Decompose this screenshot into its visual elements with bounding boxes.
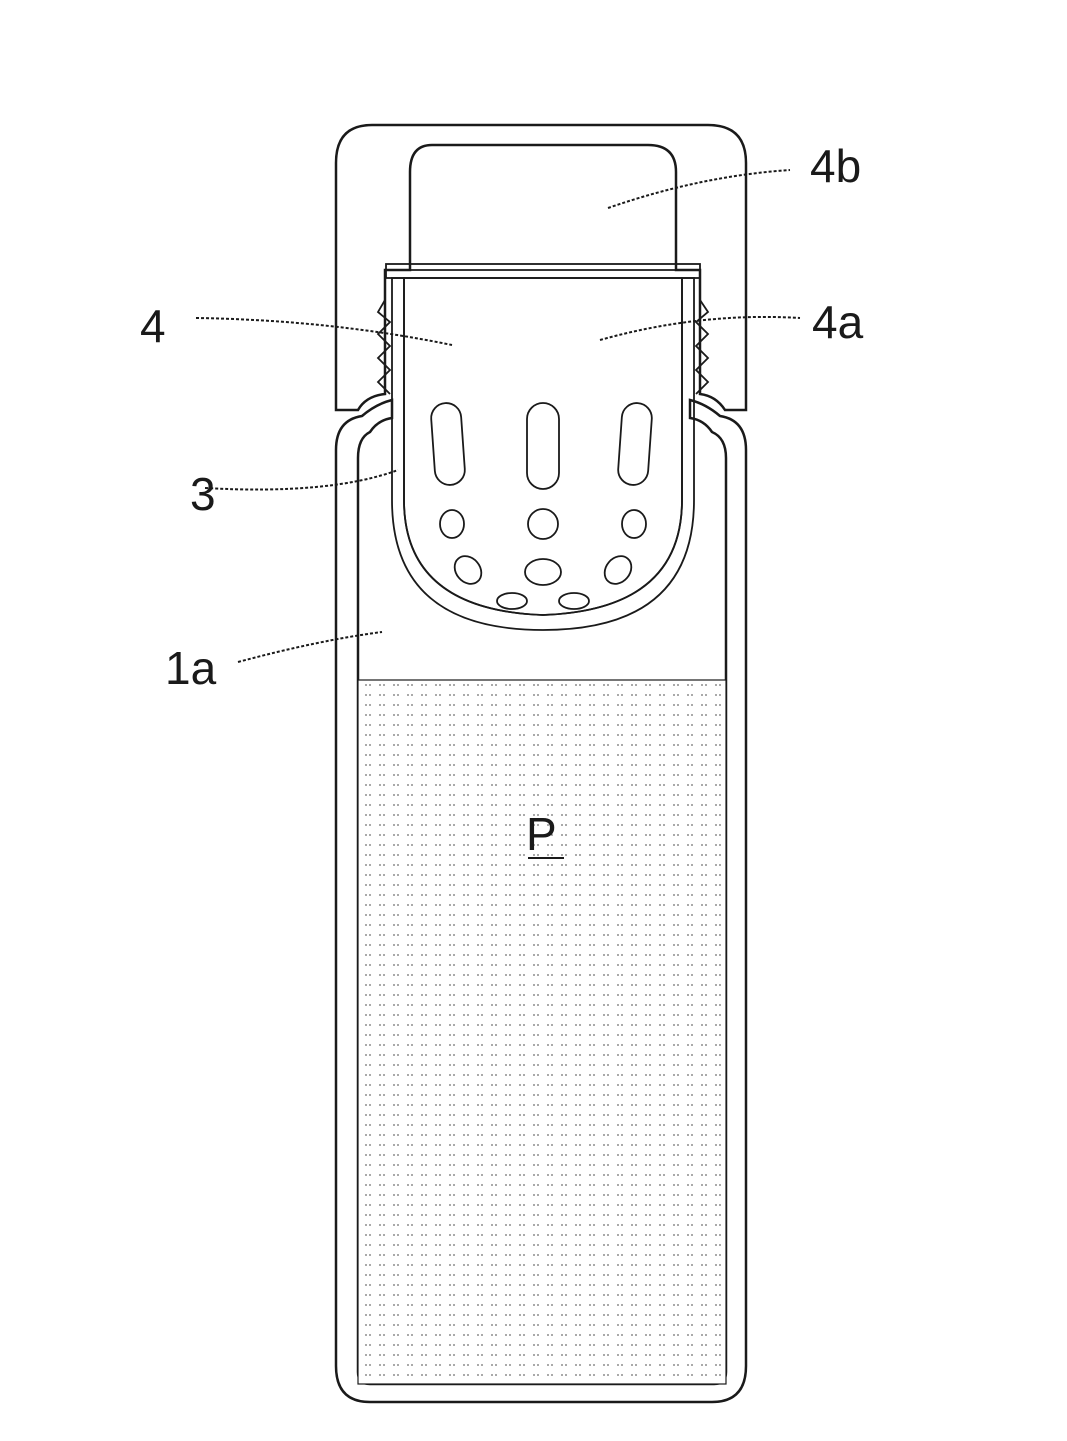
label-4b: 4b — [810, 140, 861, 192]
cup-perforations — [430, 402, 653, 609]
label-3: 3 — [190, 468, 216, 520]
neck-threads — [378, 300, 708, 394]
cap — [336, 125, 746, 410]
label-1a: 1a — [165, 642, 217, 694]
label-4a: 4a — [812, 296, 864, 348]
label-4: 4 — [140, 300, 166, 352]
liquid-fill — [358, 680, 726, 1384]
leader-lines — [196, 170, 800, 662]
label-P: P — [526, 808, 557, 860]
cap-inner-cavity — [410, 145, 676, 270]
